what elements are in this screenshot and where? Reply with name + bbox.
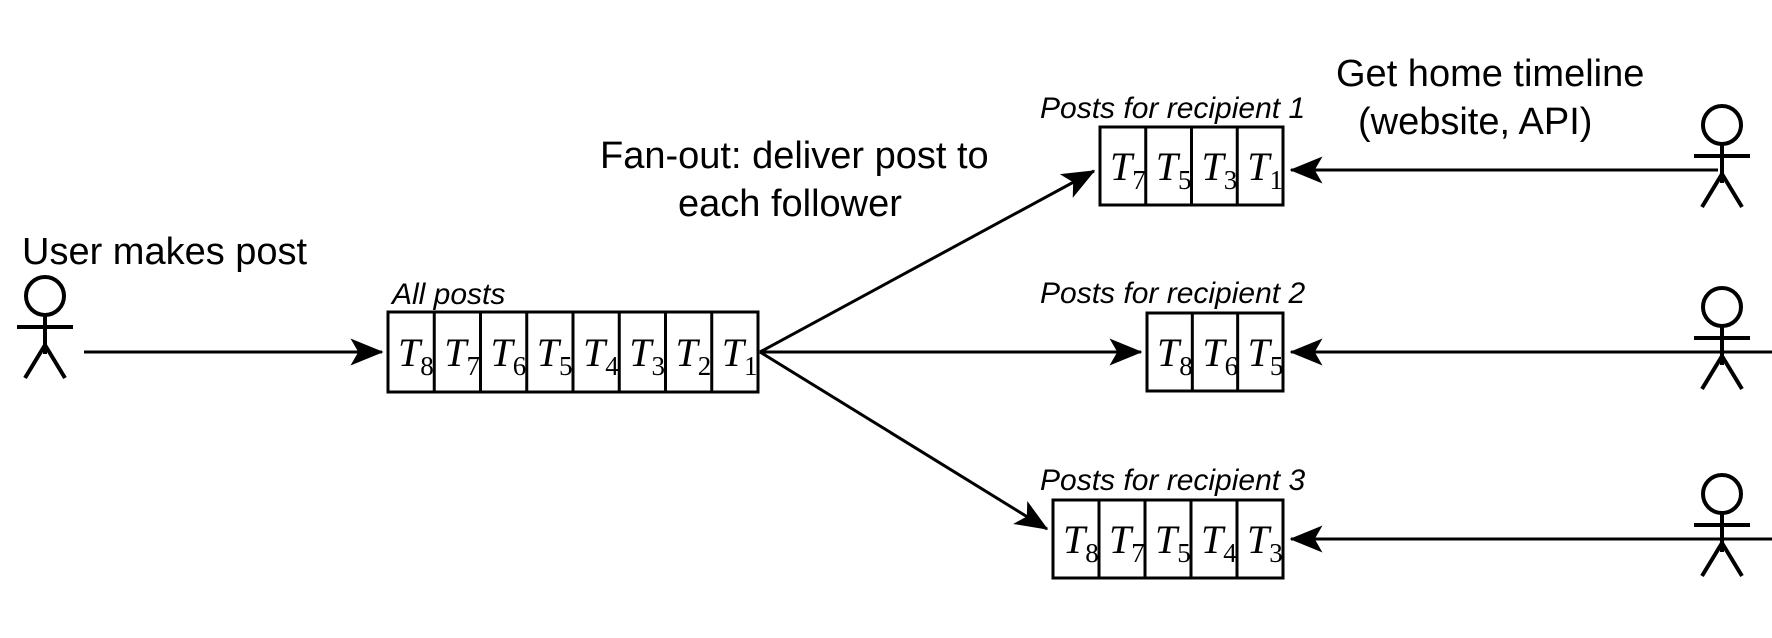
get-home-timeline-label-line1: Get home timeline [1336,53,1644,95]
recipient-1-label: Posts for recipient 1 [1040,92,1305,125]
fan-out-arrows [759,169,1143,531]
all-posts-label: All posts [390,278,505,311]
fan-out-label-line1: Fan-out: deliver post to [600,135,989,177]
all-posts-cell-5: T3 [629,330,665,381]
recipient-3-box [1051,498,1285,580]
recipient-2-label: Posts for recipient 2 [1040,277,1305,310]
fan-out-label-line2: each follower [678,183,902,225]
get-home-timeline-caption: Get home timeline (website, API) [1336,53,1644,143]
reader-3-group [1289,473,1772,578]
reader-2-stick-figure-icon [1694,286,1750,391]
all-posts-cell-1: T7 [444,330,480,381]
all-posts-cell-4: T4 [583,330,619,381]
recipient-3-cell-1: T7 [1109,517,1145,568]
all-posts-cell-6: T2 [676,330,712,381]
recipient-3-cells: T8 T7 T5 T4 T3 [1063,500,1283,578]
recipient-1-cell-0: T7 [1110,144,1146,195]
reader-1-group [1289,104,1750,209]
all-posts-cell-7: T1 [722,330,758,381]
get-home-timeline-label-line2: (website, API) [1358,101,1592,143]
arrow-fanout-to-recipient-3 [759,350,1049,531]
recipient-2-cell-0: T8 [1157,330,1193,381]
recipient-1-cell-2: T3 [1202,144,1238,195]
all-posts-cell-2: T6 [491,330,527,381]
recipient-2-cell-2: T5 [1248,330,1284,381]
reader-1-stick-figure-icon [1694,104,1750,209]
recipient-3-cell-0: T8 [1063,517,1099,568]
reader-3-stick-figure-icon [1694,473,1750,578]
writer-stick-figure-icon [17,275,73,380]
recipient-2-box [1145,311,1285,393]
recipient-1-store: Posts for recipient 1 T7 T5 T3 T1 [1040,92,1305,207]
arrow-fanout-to-recipient-1 [759,169,1096,354]
all-posts-store: All posts T8 T7 T6 T5 T4 T3 T2 T1 [386,278,760,394]
all-posts-cell-3: T5 [537,330,573,381]
recipient-3-cell-3: T4 [1201,517,1237,568]
recipient-2-cells: T8 T6 T5 [1157,313,1283,391]
recipient-3-label: Posts for recipient 3 [1040,464,1305,497]
recipient-3-store: Posts for recipient 3 T8 T7 T5 T4 T3 [1040,464,1305,580]
recipient-1-cells: T7 T5 T3 T1 [1110,127,1283,205]
user-makes-post-label: User makes post [22,231,308,273]
recipient-1-cell-3: T1 [1247,144,1283,195]
user-makes-post-group: User makes post [17,231,384,380]
recipient-1-cell-1: T5 [1156,144,1192,195]
all-posts-cells: T8 T7 T6 T5 T4 T3 T2 T1 [398,312,758,392]
recipient-3-cell-2: T5 [1155,517,1191,568]
fan-out-caption: Fan-out: deliver post to each follower [600,135,989,225]
recipient-3-cell-4: T3 [1247,517,1283,568]
reader-2-group [1289,286,1772,391]
recipient-2-cell-1: T6 [1202,330,1238,381]
recipient-2-store: Posts for recipient 2 T8 T6 T5 [1040,277,1305,393]
all-posts-cell-0: T8 [398,330,434,381]
